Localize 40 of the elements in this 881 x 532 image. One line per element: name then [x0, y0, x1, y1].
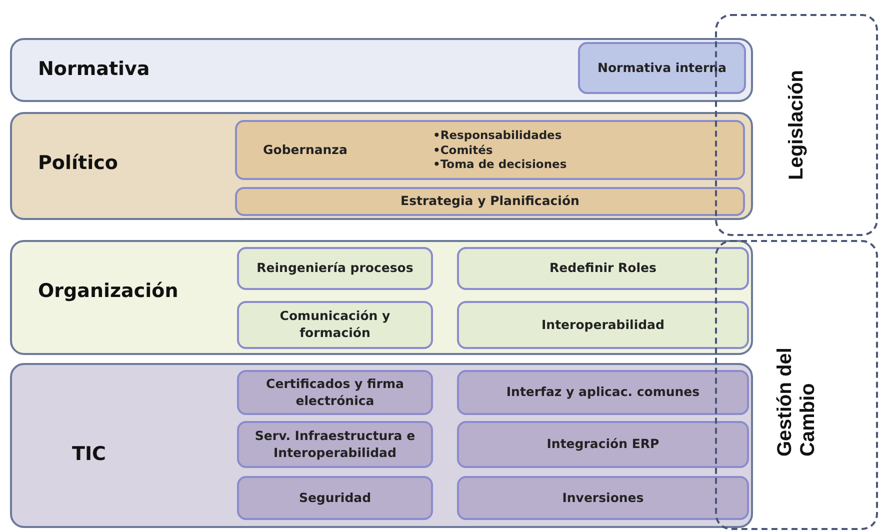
- bullet-item: •Responsabilidades: [433, 128, 563, 143]
- component-box: [237, 247, 433, 290]
- layer-title: Político: [38, 152, 118, 174]
- box-label: Redefinir Roles: [550, 260, 656, 277]
- box-label: Certificados y firma electrónica: [265, 376, 405, 410]
- component-box: [457, 421, 749, 468]
- box-label: Inversiones: [562, 490, 644, 506]
- dashed-frame: [715, 240, 878, 530]
- vertical-title: Legislación: [785, 70, 808, 180]
- component-card: [235, 120, 745, 180]
- component-box: [235, 187, 745, 216]
- bullet-item: •Comités: [433, 142, 494, 158]
- box-label: Integración ERP: [546, 436, 660, 453]
- box-label: Normativa interna: [597, 60, 726, 76]
- box-label: Interoperabilidad: [542, 316, 664, 334]
- layer-band: [10, 240, 753, 355]
- component-box: [237, 476, 433, 520]
- component-box: [237, 421, 433, 468]
- layer-title: Normativa: [38, 58, 150, 80]
- component-box: [237, 370, 433, 415]
- component-box: [237, 301, 433, 349]
- vertical-title: Gestión del Cambio: [774, 346, 820, 456]
- box-label: Interfaz y aplicac. comunes: [506, 384, 700, 401]
- layer-title: TIC: [72, 443, 106, 465]
- layer-band: [10, 363, 753, 528]
- layer-band: [10, 112, 753, 220]
- component-box: [457, 301, 749, 349]
- component-box: [457, 370, 749, 415]
- box-label: Comunicación y formación: [278, 308, 392, 342]
- component-title: Gobernanza: [262, 142, 348, 158]
- bullet-item: •Toma de decisiones: [433, 157, 567, 172]
- layer-band: [10, 38, 753, 102]
- layer-title: Organización: [38, 280, 178, 302]
- box-label: Serv. Infraestructura e Interoperabilidad: [254, 428, 416, 462]
- component-box: [457, 247, 749, 290]
- component-box: [457, 476, 749, 520]
- box-label: Reingeniería procesos: [256, 260, 414, 277]
- component-box: [578, 42, 746, 94]
- box-label: Estrategia y Planificación: [400, 193, 580, 210]
- box-label: Seguridad: [298, 490, 372, 506]
